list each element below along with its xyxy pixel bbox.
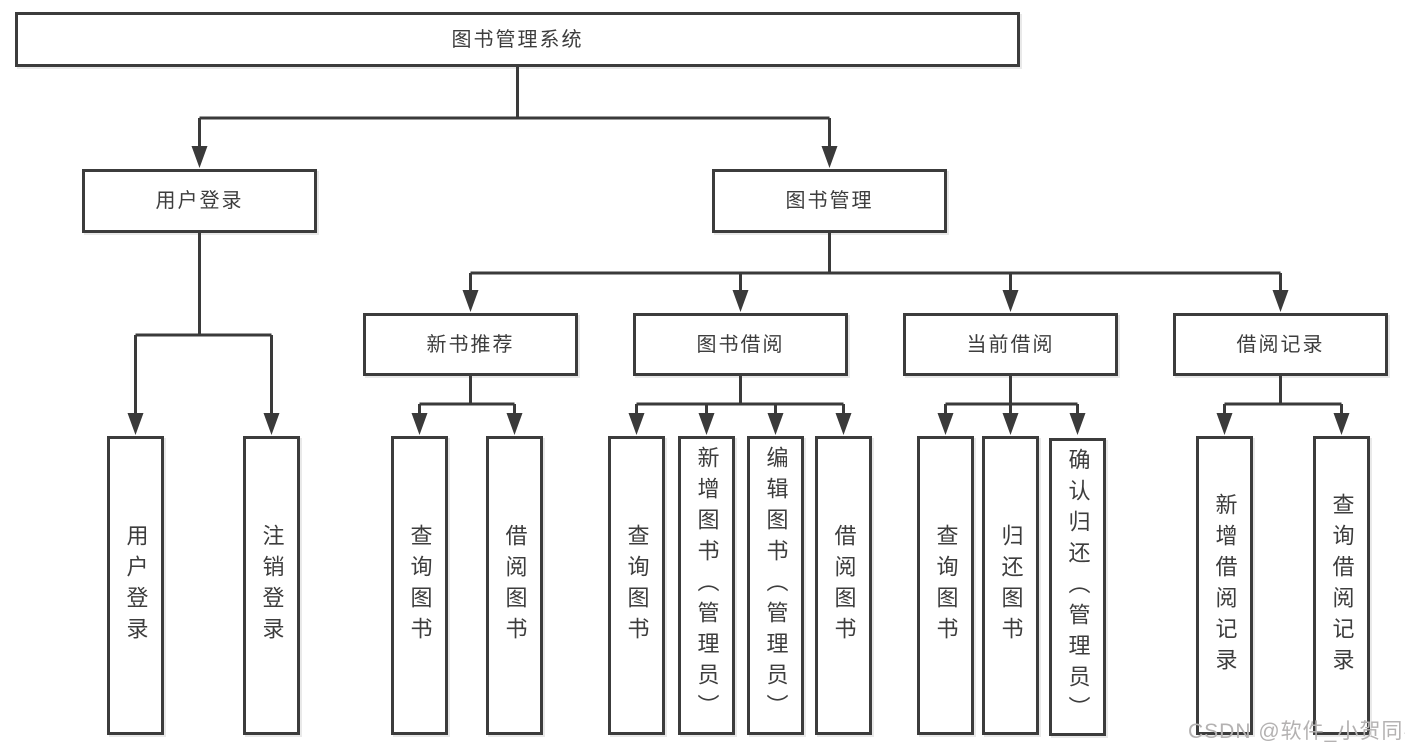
- arrowhead: [462, 290, 479, 312]
- csdn-watermark: CSDN @软件_小贺同学: [1188, 720, 1405, 743]
- arrowhead: [1333, 413, 1350, 435]
- arrowhead: [1069, 413, 1086, 435]
- arrowhead: [732, 290, 749, 312]
- node-leaf-user-login-label: 用户登录: [123, 523, 149, 648]
- node-book-borrow-label: 图书借阅: [696, 333, 785, 356]
- node-leaf-bookborrow-borrow: 借阅图书: [815, 436, 872, 735]
- node-leaf-records-query: 查询借阅记录: [1313, 436, 1370, 735]
- node-leaf-bookborrow-edit-admin: 编辑图书（管理员）: [747, 436, 804, 735]
- node-root-label: 图书管理系统: [451, 28, 584, 51]
- node-leaf-currentborrow-query: 查询图书: [917, 436, 974, 735]
- arrowhead: [821, 146, 838, 168]
- arrowhead: [263, 413, 280, 435]
- arrowhead: [191, 146, 208, 168]
- node-leaf-newbook-query-label: 查询图书: [407, 523, 433, 648]
- node-leaf-bookborrow-query: 查询图书: [608, 436, 665, 735]
- node-leaf-bookborrow-add-admin: 新增图书（管理员）: [678, 436, 735, 735]
- node-new-book-rec: 新书推荐: [363, 313, 578, 376]
- arrowheads: [127, 146, 1350, 435]
- node-leaf-newbook-borrow: 借阅图书: [486, 436, 543, 735]
- node-new-book-rec-label: 新书推荐: [426, 333, 515, 356]
- node-leaf-bookborrow-borrow-label: 借阅图书: [831, 523, 857, 648]
- node-borrow-records: 借阅记录: [1173, 313, 1388, 376]
- node-leaf-records-add: 新增借阅记录: [1196, 436, 1253, 735]
- node-leaf-records-add-label: 新增借阅记录: [1212, 492, 1238, 679]
- arrowhead: [411, 413, 428, 435]
- node-borrow-records-label: 借阅记录: [1236, 333, 1325, 356]
- node-root: 图书管理系统: [15, 12, 1020, 67]
- arrowhead: [127, 413, 144, 435]
- node-leaf-currentborrow-return-label: 归还图书: [998, 523, 1024, 648]
- arrowhead: [937, 413, 954, 435]
- node-book-borrow: 图书借阅: [633, 313, 848, 376]
- node-leaf-bookborrow-edit-admin-label: 编辑图书（管理员）: [763, 446, 789, 725]
- node-current-borrow: 当前借阅: [903, 313, 1118, 376]
- arrowhead: [1272, 290, 1289, 312]
- arrowhead: [1002, 413, 1019, 435]
- node-leaf-currentborrow-confirm-admin-label: 确认归还（管理员）: [1065, 447, 1091, 727]
- node-user-login-branch-label: 用户登录: [155, 190, 244, 212]
- node-book-mgmt-branch: 图书管理: [712, 169, 947, 233]
- node-leaf-newbook-query: 查询图书: [391, 436, 448, 735]
- arrowhead: [1002, 290, 1019, 312]
- node-leaf-currentborrow-return: 归还图书: [982, 436, 1039, 735]
- node-book-mgmt-branch-label: 图书管理: [785, 190, 874, 212]
- connector-lines: [134, 67, 1343, 419]
- node-user-login-branch: 用户登录: [82, 169, 317, 233]
- node-current-borrow-label: 当前借阅: [966, 333, 1055, 356]
- arrowhead: [506, 413, 523, 435]
- node-leaf-logout: 注销登录: [243, 436, 300, 735]
- node-leaf-newbook-borrow-label: 借阅图书: [502, 523, 528, 648]
- node-leaf-user-login: 用户登录: [107, 436, 164, 735]
- node-leaf-logout-label: 注销登录: [259, 523, 285, 648]
- node-leaf-bookborrow-add-admin-label: 新增图书（管理员）: [694, 446, 720, 725]
- arrowhead: [835, 413, 852, 435]
- node-leaf-records-query-label: 查询借阅记录: [1329, 492, 1355, 679]
- arrowhead: [767, 413, 784, 435]
- arrowhead: [1216, 413, 1233, 435]
- arrowhead: [698, 413, 715, 435]
- node-leaf-currentborrow-query-label: 查询图书: [933, 523, 959, 648]
- node-leaf-currentborrow-confirm-admin: 确认归还（管理员）: [1049, 438, 1106, 736]
- arrowhead: [628, 413, 645, 435]
- node-leaf-bookborrow-query-label: 查询图书: [624, 523, 650, 648]
